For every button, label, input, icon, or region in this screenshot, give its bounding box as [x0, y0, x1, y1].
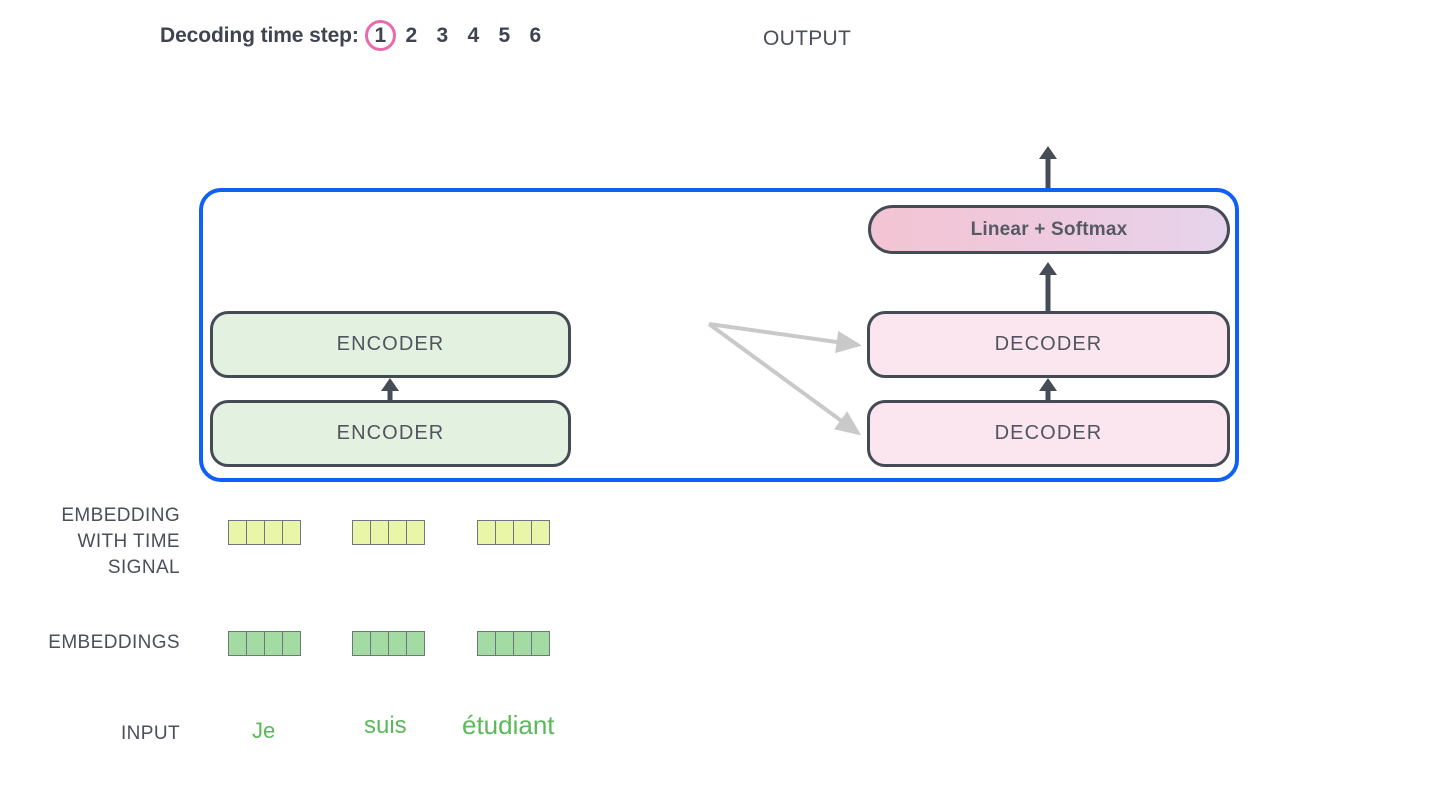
label-line-3: SIGNAL — [107, 557, 180, 578]
cell — [228, 631, 247, 656]
label-embeddings: EMBEDDINGS — [48, 632, 180, 653]
linear-softmax-block: Linear + Softmax — [868, 205, 1230, 254]
time-signal-cells-je — [228, 520, 301, 545]
arrow-up-decoder-stack-icon — [1038, 378, 1058, 401]
cell — [370, 631, 389, 656]
time-step-2[interactable]: 2 — [405, 24, 418, 47]
time-step-6[interactable]: 6 — [529, 24, 542, 47]
cell — [477, 520, 496, 545]
decoder-block-bottom: DECODER — [867, 400, 1230, 467]
decoding-time-step-label: Decoding time step: — [160, 23, 359, 47]
time-step-4[interactable]: 4 — [467, 24, 480, 47]
label-line-1: EMBEDDING — [61, 505, 180, 526]
decoding-time-step-bar: Decoding time step: 1 2 3 4 5 6 — [160, 20, 551, 51]
time-signal-cells-etudiant — [477, 520, 550, 545]
cell — [352, 520, 371, 545]
embedding-cells-suis — [352, 631, 425, 656]
cell — [531, 631, 550, 656]
embedding-cells-etudiant — [477, 631, 550, 656]
label-input: INPUT — [121, 723, 180, 744]
encoder-to-decoder-arrows-icon — [707, 322, 862, 436]
cell — [406, 631, 425, 656]
cell — [477, 631, 496, 656]
encoder-block-top: ENCODER — [210, 311, 571, 378]
cell — [370, 520, 389, 545]
time-step-3[interactable]: 3 — [436, 24, 449, 47]
cell — [531, 520, 550, 545]
cell — [264, 520, 283, 545]
time-step-5[interactable]: 5 — [498, 24, 511, 47]
cell — [495, 631, 514, 656]
output-label: OUTPUT — [763, 27, 852, 50]
cell — [388, 520, 407, 545]
time-step-1[interactable]: 1 — [364, 20, 396, 51]
cell — [228, 520, 247, 545]
embedding-cells-je — [228, 631, 301, 656]
arrow-up-encoder-stack-icon — [380, 378, 400, 401]
cell — [246, 520, 265, 545]
input-word-je: Je — [252, 718, 276, 743]
cell — [406, 520, 425, 545]
cell — [513, 520, 532, 545]
cell — [282, 520, 301, 545]
cell — [495, 520, 514, 545]
cell — [282, 631, 301, 656]
label-embedding-with-time-signal: EMBEDDING WITH TIME SIGNAL — [0, 503, 180, 581]
decoder-block-top: DECODER — [867, 311, 1230, 378]
cell — [513, 631, 532, 656]
arrow-up-decoder-to-linear-icon — [1038, 262, 1058, 311]
label-line-2: WITH TIME — [77, 531, 180, 552]
time-signal-cells-suis — [352, 520, 425, 545]
cell — [246, 631, 265, 656]
cell — [264, 631, 283, 656]
arrow-up-to-output-icon — [1038, 146, 1058, 188]
input-word-etudiant: étudiant — [462, 710, 555, 740]
cell — [388, 631, 407, 656]
cell — [352, 631, 371, 656]
input-word-suis: suis — [364, 712, 407, 739]
time-step-list: 1 2 3 4 5 6 — [364, 20, 551, 51]
encoder-block-bottom: ENCODER — [210, 400, 571, 467]
